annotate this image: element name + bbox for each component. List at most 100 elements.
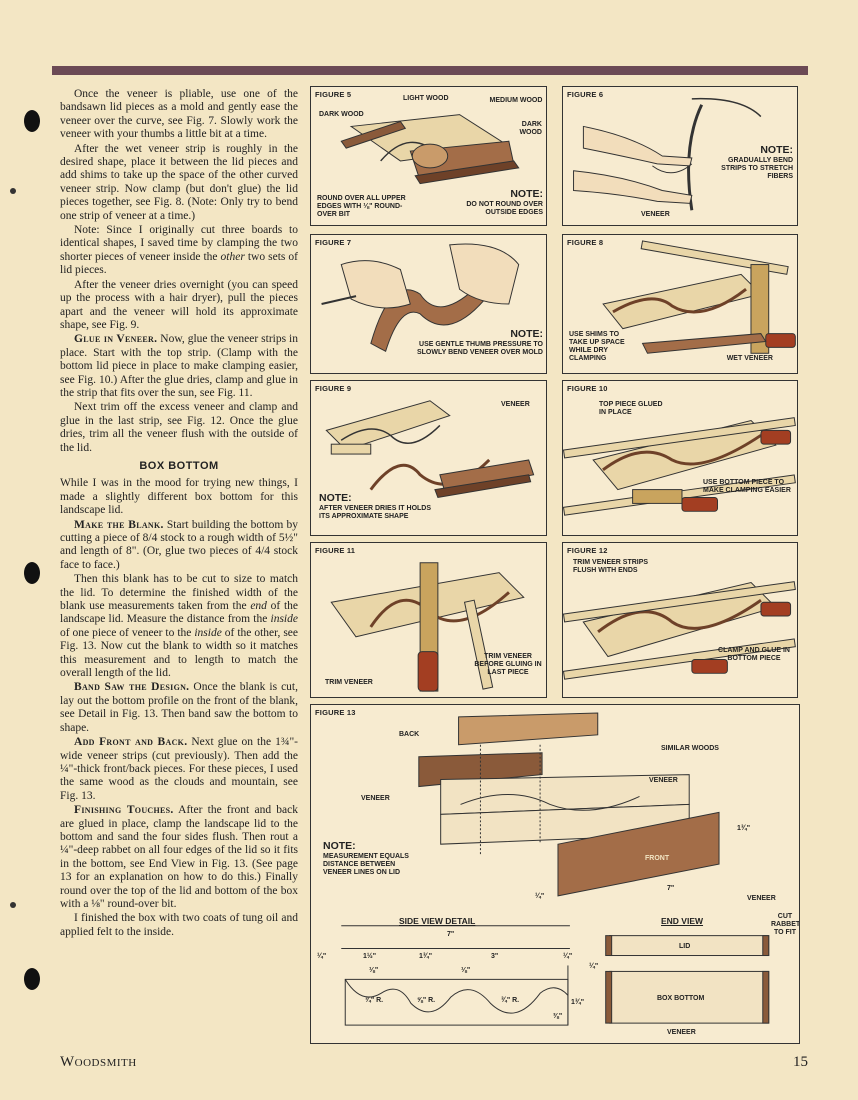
- callout-clamp-glue: CLAMP AND GLUE IN BOTTOM PIECE: [718, 647, 790, 662]
- text-run: inside: [194, 626, 222, 639]
- radius-label: ⅝" R.: [417, 997, 436, 1004]
- callout-medium-wood: MEDIUM WOOD: [489, 97, 543, 104]
- paragraph: Then this blank has to be cut to size to…: [60, 573, 298, 680]
- figure-label: FIGURE 12: [567, 546, 608, 555]
- paragraph: Make the Blank. Start building the botto…: [60, 519, 298, 573]
- dimension-label: 1¾": [419, 953, 433, 960]
- callout-veneer: VENEER: [649, 777, 678, 784]
- run-in-heading: Finishing Touches.: [74, 804, 174, 817]
- binder-hole: [24, 110, 40, 132]
- figure-12-illustration: [563, 581, 796, 680]
- page-mark: [10, 902, 16, 908]
- dimension-label: ⅜": [553, 1013, 563, 1020]
- dimension-label: 1¾": [571, 999, 585, 1006]
- text-run: of the landscape lid. Measure the distan…: [60, 600, 298, 626]
- callout-veneer: VENEER: [501, 401, 530, 408]
- figure-label: FIGURE 6: [567, 90, 604, 99]
- callout-front: FRONT: [645, 855, 670, 862]
- note-heading: NOTE:: [510, 328, 543, 340]
- note-text: MEASUREMENT EQUALS DISTANCE BETWEEN VENE…: [323, 853, 409, 876]
- paragraph: Next trim off the excess veneer and clam…: [60, 401, 298, 454]
- note-heading: NOTE:: [323, 840, 356, 852]
- run-in-heading: Add Front and Back.: [74, 736, 188, 749]
- paragraph: Once the veneer is pliable, use one of t…: [60, 88, 298, 141]
- dimension-label: 1½": [363, 953, 377, 960]
- text-run: Then this blank has to be cut to size to…: [60, 573, 298, 613]
- callout-box-bottom: BOX BOTTOM: [657, 995, 705, 1002]
- page-number: 15: [793, 1054, 808, 1070]
- binder-hole: [24, 968, 40, 990]
- figure-label: FIGURE 10: [567, 384, 608, 393]
- end-view-title: END VIEW: [661, 916, 704, 926]
- figure-label: FIGURE 7: [315, 238, 352, 247]
- callout-similar-woods: SIMILAR WOODS: [661, 745, 719, 752]
- callout-wet-veneer: WET VENEER: [726, 355, 773, 362]
- figure-11: FIGURE 11 TRIM VENEER BEFORE GLUING IN L…: [310, 542, 547, 698]
- callout-back: BACK: [399, 731, 420, 738]
- text-run: inside: [270, 613, 298, 626]
- text-run: Once the blank is cut, lay out the botto…: [60, 681, 298, 734]
- article-text-column: Once the veneer is pliable, use one of t…: [60, 88, 298, 940]
- callout-trim-strips: TRIM VENEER STRIPS FLUSH WITH ENDS: [573, 559, 649, 574]
- callout-light-wood: LIGHT WOOD: [403, 95, 449, 102]
- figure-8-illustration: [602, 240, 796, 354]
- figure-6: FIGURE 6 NOTE: GRADUALLY BEND STRIPS TO …: [562, 86, 798, 226]
- figure-11-illustration: [330, 562, 525, 692]
- magazine-name: Woodsmith: [60, 1054, 137, 1070]
- figure-label: FIGURE 11: [315, 546, 356, 555]
- figure-13: FIGURE 13 BACK SIMILAR WOODS VENEER VENE…: [310, 704, 800, 1044]
- text-run: of the other, see Fig. 13. Now cut the b…: [60, 626, 298, 680]
- dimension-label: ¼": [589, 963, 599, 970]
- dimension-label: 1¾": [737, 825, 751, 832]
- radius-label: ¾" R.: [365, 997, 384, 1004]
- text-run: of one piece of veneer to the: [60, 626, 195, 639]
- figure-9: FIGURE 9 VENEER NOTE: AFTER VENEER DRIES…: [310, 380, 547, 536]
- callout-lid: LID: [679, 943, 691, 950]
- paragraph: Finishing Touches. After the front and b…: [60, 804, 298, 911]
- callout-veneer: VENEER: [641, 211, 670, 218]
- figure-5: FIGURE 5 LIGHT WOOD DARK WOOD MEDIUM WOO…: [310, 86, 547, 226]
- note-heading: NOTE:: [319, 492, 352, 504]
- figure-9-illustration: [325, 400, 535, 499]
- figure-label: FIGURE 8: [567, 238, 604, 247]
- paragraph: Note: Since I originally cut three board…: [60, 224, 298, 278]
- note-text: GRADUALLY BEND STRIPS TO STRETCH FIBERS: [721, 157, 793, 180]
- side-view-title: SIDE VIEW DETAIL: [399, 916, 476, 926]
- callout-trim-veneer: TRIM VENEER: [325, 679, 373, 686]
- radius-label: ¾" R.: [501, 997, 520, 1004]
- figure-8: FIGURE 8 USE SHIMS TO TAKE UP SPACE WHIL…: [562, 234, 798, 374]
- text-run: Now, glue the veneer strips in place. St…: [60, 333, 298, 399]
- text-run: two sets of lid pieces.: [60, 250, 298, 277]
- binder-hole: [24, 562, 40, 584]
- callout-round-over: ROUND OVER ALL UPPER EDGES WITH ⅛" ROUND…: [317, 195, 406, 218]
- figure-7: FIGURE 7 NOTE: USE GENTLE THUMB PRESSURE…: [310, 234, 547, 374]
- text-run: Next glue on the 1¾"-wide veneer strips …: [60, 736, 298, 802]
- dimension-label: ¼": [535, 893, 545, 900]
- page-mark: [10, 188, 16, 194]
- note-heading: NOTE:: [510, 188, 543, 200]
- figure-7-illustration: [321, 243, 520, 353]
- dimension-label: ⅛": [461, 967, 471, 974]
- callout-top-piece: TOP PIECE GLUED IN PLACE: [599, 401, 663, 416]
- text-run: After the front and back are glued in pl…: [60, 804, 298, 910]
- paragraph: Band Saw the Design. Once the blank is c…: [60, 681, 298, 735]
- paragraph: I finished the box with two coats of tun…: [60, 912, 298, 938]
- callout-dark-wood: DARK WOOD: [519, 121, 542, 136]
- figure-label: FIGURE 5: [315, 90, 352, 99]
- callout-shims: USE SHIMS TO TAKE UP SPACE WHILE DRY CLA…: [569, 331, 625, 362]
- top-rule: [52, 66, 808, 75]
- paragraph: Glue in Veneer. Now, glue the veneer str…: [60, 333, 298, 400]
- run-in-heading: Make the Blank.: [74, 518, 164, 531]
- figure-label: FIGURE 13: [315, 708, 356, 717]
- note-heading: NOTE:: [760, 144, 793, 156]
- callout-trim-before: TRIM VENEER BEFORE GLUING IN LAST PIECE: [474, 653, 542, 676]
- callout-veneer: VENEER: [747, 895, 776, 902]
- dimension-label: 3": [491, 953, 499, 960]
- paragraph: After the wet veneer strip is roughly in…: [60, 142, 298, 222]
- note-text: DO NOT ROUND OVER OUTSIDE EDGES: [466, 201, 543, 216]
- text-run: Start building the bottom by cutting a p…: [60, 518, 298, 571]
- text-run: other: [220, 250, 245, 263]
- figure-10: FIGURE 10 TOP PIECE GLUED IN PLACE USE B…: [562, 380, 798, 536]
- section-heading: BOX BOTTOM: [139, 459, 219, 472]
- run-in-heading: Glue in Veneer.: [74, 333, 158, 346]
